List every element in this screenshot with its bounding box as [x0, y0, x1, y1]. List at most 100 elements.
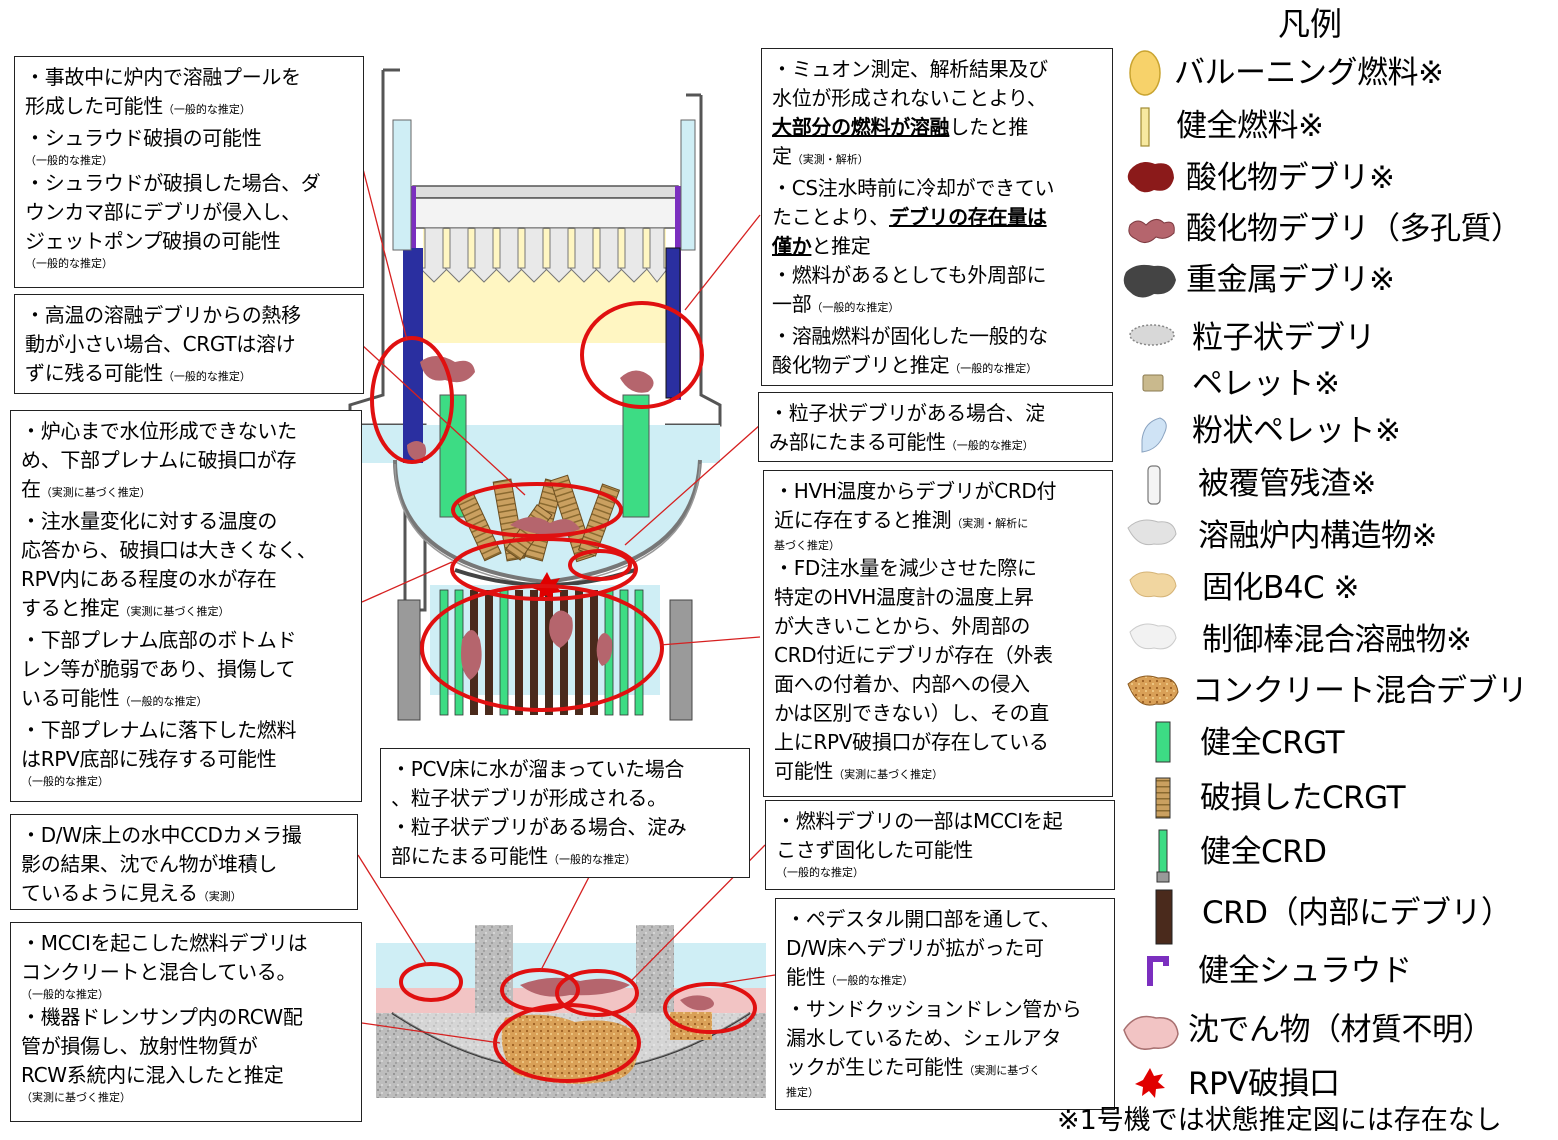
annotation-note: （一般的な推定）	[548, 853, 636, 866]
legend-label-solidified-b4c: 固化B4C ※	[1202, 570, 1359, 606]
powder-pellet-icon	[1141, 417, 1167, 453]
legend-label-sediment: 沈でん物（材質不明）	[1188, 1012, 1494, 1048]
annotation-line: ・粒子状デブリがある場合、淀み	[391, 815, 687, 839]
cladding-residue-icon	[1147, 465, 1161, 505]
annotation-note: （一般的な推定）	[162, 103, 251, 116]
annotation-line: ・HVH温度からデブリがCRD付	[774, 479, 1057, 503]
annotation-note: 推定）	[786, 1086, 819, 1099]
legend-label-cladding-residue: 被覆管残渣※	[1198, 466, 1376, 502]
annotation-line: 動が小さい場合、CRGTは溶け	[25, 332, 296, 356]
annotation-line: 酸化物デブリと推定	[772, 353, 950, 377]
legend-label-intact-crd: 健全CRD	[1200, 834, 1327, 870]
upper-grid	[412, 185, 679, 199]
annotation-line: ・粒子状デブリがある場合、淀	[769, 401, 1045, 425]
legend-label-damaged-crgt: 破損したCRGT	[1200, 780, 1406, 816]
annotation-note: （一般的な推定）	[945, 439, 1034, 452]
annotation-line: こさず固化した可能性	[776, 838, 973, 862]
concrete-debris-icon	[1127, 675, 1179, 706]
annotation-emphasis: 僅か	[772, 234, 812, 258]
legend-label-particulate-debris: 粒子状デブリ	[1192, 320, 1376, 356]
annotation-line: ・注水量変化に対する温度の	[21, 509, 278, 533]
annotation-note: （一般的な推定）	[21, 775, 109, 788]
annotation-line: ているように見える	[21, 881, 198, 905]
annotation-line: CRD付近にデブリが存在（外表	[774, 643, 1053, 667]
legend-label-ballooning-fuel: バルーニング燃料※	[1174, 55, 1444, 91]
damaged-crgt-icon	[1155, 777, 1171, 819]
annotation-line: ・サンドクッションドレン管から	[786, 997, 1082, 1021]
annotation-line: RPV内にある程度の水が存在	[21, 567, 277, 591]
annotation-line: ・高温の溶融デブリからの熱移	[25, 303, 301, 327]
annotation-line: いる可能性	[21, 686, 120, 710]
leader-lines	[357, 164, 776, 1044]
annotation-line: ・PCV床に水が溜まっていた場合	[391, 757, 685, 781]
annotation-note: （一般的な推定）	[162, 370, 251, 383]
jet-pump-left	[403, 248, 423, 463]
rpv-breach-icon	[1135, 1068, 1165, 1098]
sediment-icon	[1123, 1015, 1179, 1050]
annotation-note: （実測に基づく推定）	[40, 486, 151, 499]
annotation-line: ・ペデスタル開口部を通して、	[786, 907, 1061, 931]
annotation-box-pcv-floor: ・PCV床に水が溜まっていた場合 、粒子状デブリが形成される。 ・粒子状デブリが…	[380, 748, 750, 878]
annotation-line: め、下部プレナムに破損口が存	[21, 448, 297, 472]
annotation-box-pedestal-opening: ・ペデスタル開口部を通して、 D/W床へデブリが拡がった可 能性（一般的な推定）…	[775, 898, 1115, 1110]
intact-shroud-icon	[1147, 956, 1169, 986]
highlight-rings	[370, 301, 757, 1083]
annotation-line: ・MCCIを起こした燃料デブリは	[21, 931, 308, 955]
annotation-box-crgt-remain: ・高温の溶融デブリからの熱移 動が小さい場合、CRGTは溶け ずに残る可能性（一…	[14, 294, 364, 394]
annotation-note: （一般的な推定）	[25, 257, 113, 270]
annotation-line: 、粒子状デブリが形成される。	[391, 786, 667, 810]
control-rod-melt-icon	[1129, 623, 1177, 650]
annotation-line: 部にたまる可能性	[391, 844, 548, 868]
annotation-line: み部にたまる可能性	[769, 430, 946, 454]
annotation-line: ・溶融燃料が固化した一般的な	[772, 324, 1048, 348]
annotation-note: （実測・解析）	[791, 153, 869, 166]
legend-footnote: ※1号機では状態推定図には存在なし	[1057, 1105, 1502, 1136]
annotation-note: （実測に基づく	[963, 1064, 1041, 1077]
intact-crgt-icon	[1155, 721, 1171, 763]
annotation-box-muon: ・ミュオン測定、解析結果及び 水位が形成されないことより、 大部分の燃料が溶融し…	[761, 48, 1113, 386]
crd-housings	[397, 585, 693, 721]
annotation-note: （実測・解析に	[951, 517, 1029, 530]
annotation-note: （一般的な推定）	[949, 362, 1038, 375]
annotation-line: 可能性	[774, 759, 834, 783]
annotation-line: 漏水しているため、シェルアタ	[786, 1026, 1062, 1050]
annotation-line: したと推	[949, 115, 1029, 139]
legend-label-crd-debris: CRD（内部にデブリ）	[1202, 895, 1512, 931]
annotation-line: ・ミュオン測定、解析結果及び	[772, 57, 1048, 81]
annotation-line: ・CS注水時前に冷却ができてい	[772, 176, 1055, 200]
annotation-line: RCW系統内に混入したと推定	[21, 1063, 284, 1087]
annotation-line: 能性	[786, 965, 826, 989]
crd-debris-icon	[1155, 889, 1173, 945]
annotation-line: が大きいことから、外周部の	[774, 614, 1031, 638]
annotation-note: （実測に基づく推定）	[119, 605, 230, 618]
annotation-box-hvh: ・HVH温度からデブリがCRD付 近に存在すると推測（実測・解析に 基づく推定）…	[763, 470, 1113, 797]
intact-fuel-icon	[1140, 107, 1150, 147]
annotation-line: コンクリートと混合している。	[21, 960, 297, 984]
annotation-line: ・下部プレナム底部のボトムド	[21, 628, 297, 652]
annotation-line: と推定	[811, 234, 871, 258]
annotation-line: 一部	[772, 292, 812, 316]
annotation-line: 影の結果、沈でん物が堆積し	[21, 852, 278, 876]
annotation-note: （一般的な推定）	[776, 866, 864, 879]
legend-label-molten-core-structure: 溶融炉内構造物※	[1198, 518, 1437, 554]
annotation-box-lower-plenum: ・炉心まで水位形成できないた め、下部プレナムに破損口が存 在（実測に基づく推定…	[10, 410, 362, 802]
annotation-line: 上にRPV破損口が存在している	[774, 730, 1049, 754]
annotation-line: はRPV底部に残存する可能性	[21, 747, 277, 771]
legend-label-heavy-metal-debris: 重金属デブリ※	[1186, 262, 1395, 298]
annotation-note: （一般的な推定）	[811, 301, 900, 314]
oxide-debris-icon	[1127, 162, 1174, 193]
legend-label-concrete-debris: コンクリート混合デブリ	[1192, 673, 1528, 709]
annotation-line: 近に存在すると推測	[774, 508, 952, 532]
annotation-line: ・シュラウド破損の可能性	[25, 126, 262, 150]
annotation-note: （一般的な推定）	[119, 695, 208, 708]
annotation-note: （実測に基づく推定）	[833, 768, 944, 781]
annotation-box-mcci: ・MCCIを起こした燃料デブリは コンクリートと混合している。 （一般的な推定）…	[10, 922, 362, 1122]
annotation-note: （一般的な推定）	[21, 988, 109, 1001]
particulate-debris-icon	[1129, 324, 1175, 346]
annotation-line: 定	[772, 144, 792, 168]
annotation-line: たことより、	[772, 205, 889, 229]
annotation-line: ・燃料デブリの一部はMCCIを起	[776, 809, 1063, 833]
annotation-line: 在	[21, 477, 41, 501]
annotation-line: ックが生じた可能性	[786, 1055, 964, 1079]
